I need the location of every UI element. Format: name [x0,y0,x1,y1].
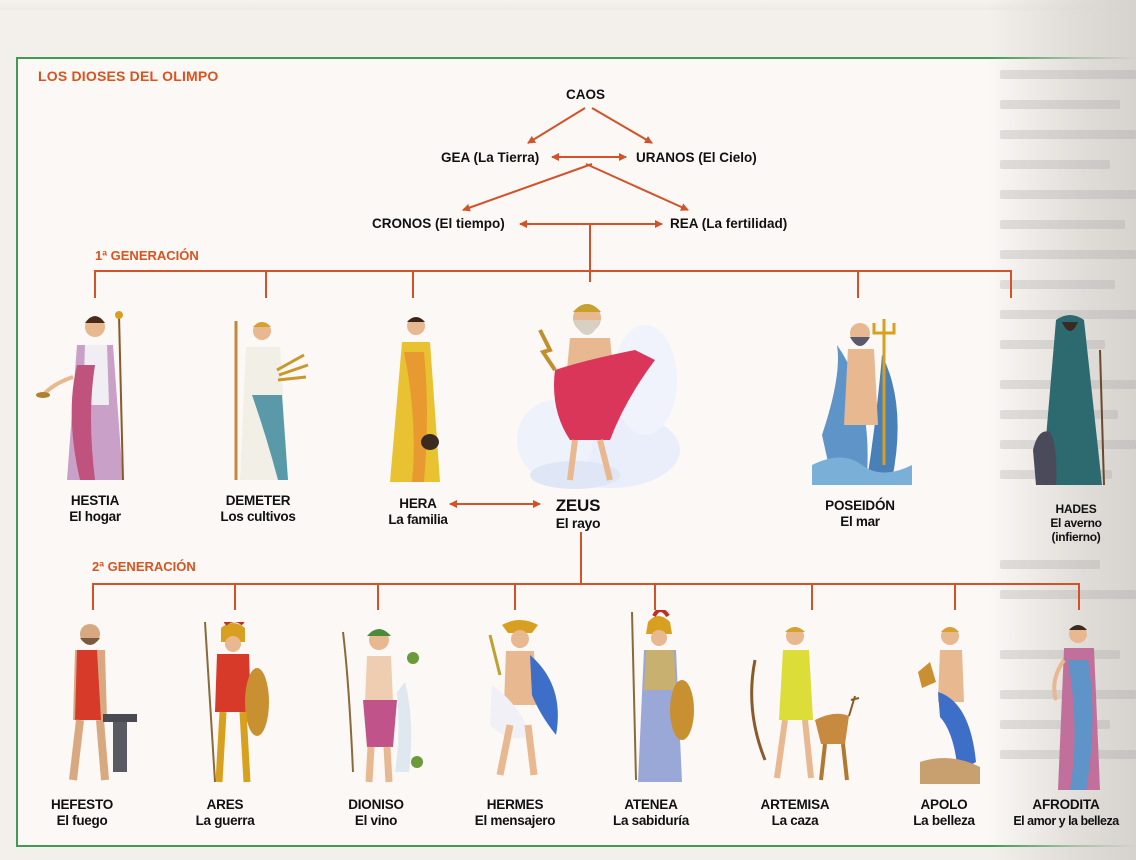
hestia-figure-icon [36,311,124,481]
ghost-text-line [1000,560,1100,569]
apolo-figure-icon [918,627,980,784]
god-domain: El hogar [69,509,121,524]
artemisa-figure-icon [750,627,860,781]
god-label-ares: ARES La guerra [196,797,255,829]
god-name: ARES [206,797,244,812]
god-label-afrodita: AFRODITA El amor y la belleza [1013,797,1119,829]
god-domain: La guerra [195,813,255,828]
ghost-text-line [1000,100,1120,109]
god-label-zeus: ZEUS El rayo [555,496,601,532]
page-top-edge [0,0,1136,10]
god-domain: El averno [1050,516,1102,530]
god-label-atenea: ATENEA La sabiduría [613,797,689,829]
god-domain: El rayo [555,515,601,531]
ghost-text-line [1000,220,1125,229]
arrow-to-rea [585,163,689,211]
ghost-text-line [1000,650,1120,659]
node-gea: GEA (La Tierra) [441,150,540,165]
god-label-hades: HADES El averno (infierno) [1050,502,1102,544]
ares-figure-icon [204,622,269,783]
dioniso-figure-icon [342,629,423,783]
god-domain: El amor y la belleza [1013,814,1119,828]
god-name: POSEIDÓN [825,498,895,513]
god-domain: El vino [354,813,398,828]
god-label-hera: HERA La familia [388,496,448,528]
god-domain: El mensajero [474,813,556,828]
god-name: DEMETER [225,493,291,508]
god-name: AFRODITA [1032,797,1100,812]
god-label-apolo: APOLO La belleza [913,797,975,829]
god-name: HERA [399,496,437,511]
ghost-text-line [1000,310,1136,319]
hefesto-figure-icon [69,624,137,781]
god-label-artemisa: ARTEMISA La caza [761,797,830,829]
god-label-hestia: HESTIA El hogar [69,493,121,525]
god-label-poseidon: POSEIDÓN El mar [825,498,895,530]
god-name: APOLO [920,797,968,812]
zeus-figure-icon [517,304,680,489]
gen1-label: 1ª GENERACIÓN [95,248,199,263]
arrow-caos-uranos [591,107,653,144]
arrow-to-cronos [462,163,593,212]
hera-figure-icon [390,317,440,482]
arrow-caos-gea [527,107,586,144]
ghost-text-line [1000,130,1136,139]
god-domain: El mar [840,514,880,529]
gen2-label: 2ª GENERACIÓN [92,559,196,574]
god-domain: Los cultivos [220,509,296,524]
ghost-text-line [1000,720,1110,729]
hermes-figure-icon [488,620,558,776]
node-uranos: URANOS (El Cielo) [636,150,757,165]
god-name: ARTEMISA [760,797,830,812]
poseidon-figure-icon [812,319,912,485]
god-name: ATENEA [624,797,678,812]
ghost-text-line [1000,70,1136,79]
god-name: HESTIA [70,493,120,508]
ghost-text-line [1000,190,1136,199]
god-domain: La belleza [913,813,975,828]
god-domain: La caza [771,813,819,828]
god-domain: La sabiduría [613,813,689,828]
god-name: HEFESTO [50,797,114,812]
god-name: HERMES [486,797,544,812]
god-label-dioniso: DIONISO El vino [348,797,404,829]
node-cronos: CRONOS (El tiempo) [372,216,505,231]
god-name: HADES [1055,502,1097,516]
node-caos: CAOS [566,87,606,102]
ghost-text-line [1000,160,1110,169]
god-label-hermes: HERMES El mensajero [474,797,556,829]
god-name: DIONISO [348,797,404,812]
node-rea: REA (La fertilidad) [670,216,788,231]
god-label-hefesto: HEFESTO El fuego [51,797,113,829]
afrodita-figure-icon [1052,625,1100,790]
ghost-text-line [1000,280,1115,289]
diagram-title: LOS DIOSES DEL OLIMPO [38,68,219,84]
ghost-text-line [1000,250,1136,259]
god-domain-extra: (infierno) [1051,530,1101,544]
god-domain: La familia [388,512,448,527]
god-domain: El fuego [56,813,108,828]
ghost-text-line [1000,340,1105,349]
hades-figure-icon [1033,315,1105,486]
god-label-demeter: DEMETER Los cultivos [220,493,295,525]
ghost-text-line [1000,590,1136,599]
god-name: ZEUS [555,496,601,515]
demeter-figure-icon [234,321,309,480]
atenea-figure-icon [631,610,694,782]
